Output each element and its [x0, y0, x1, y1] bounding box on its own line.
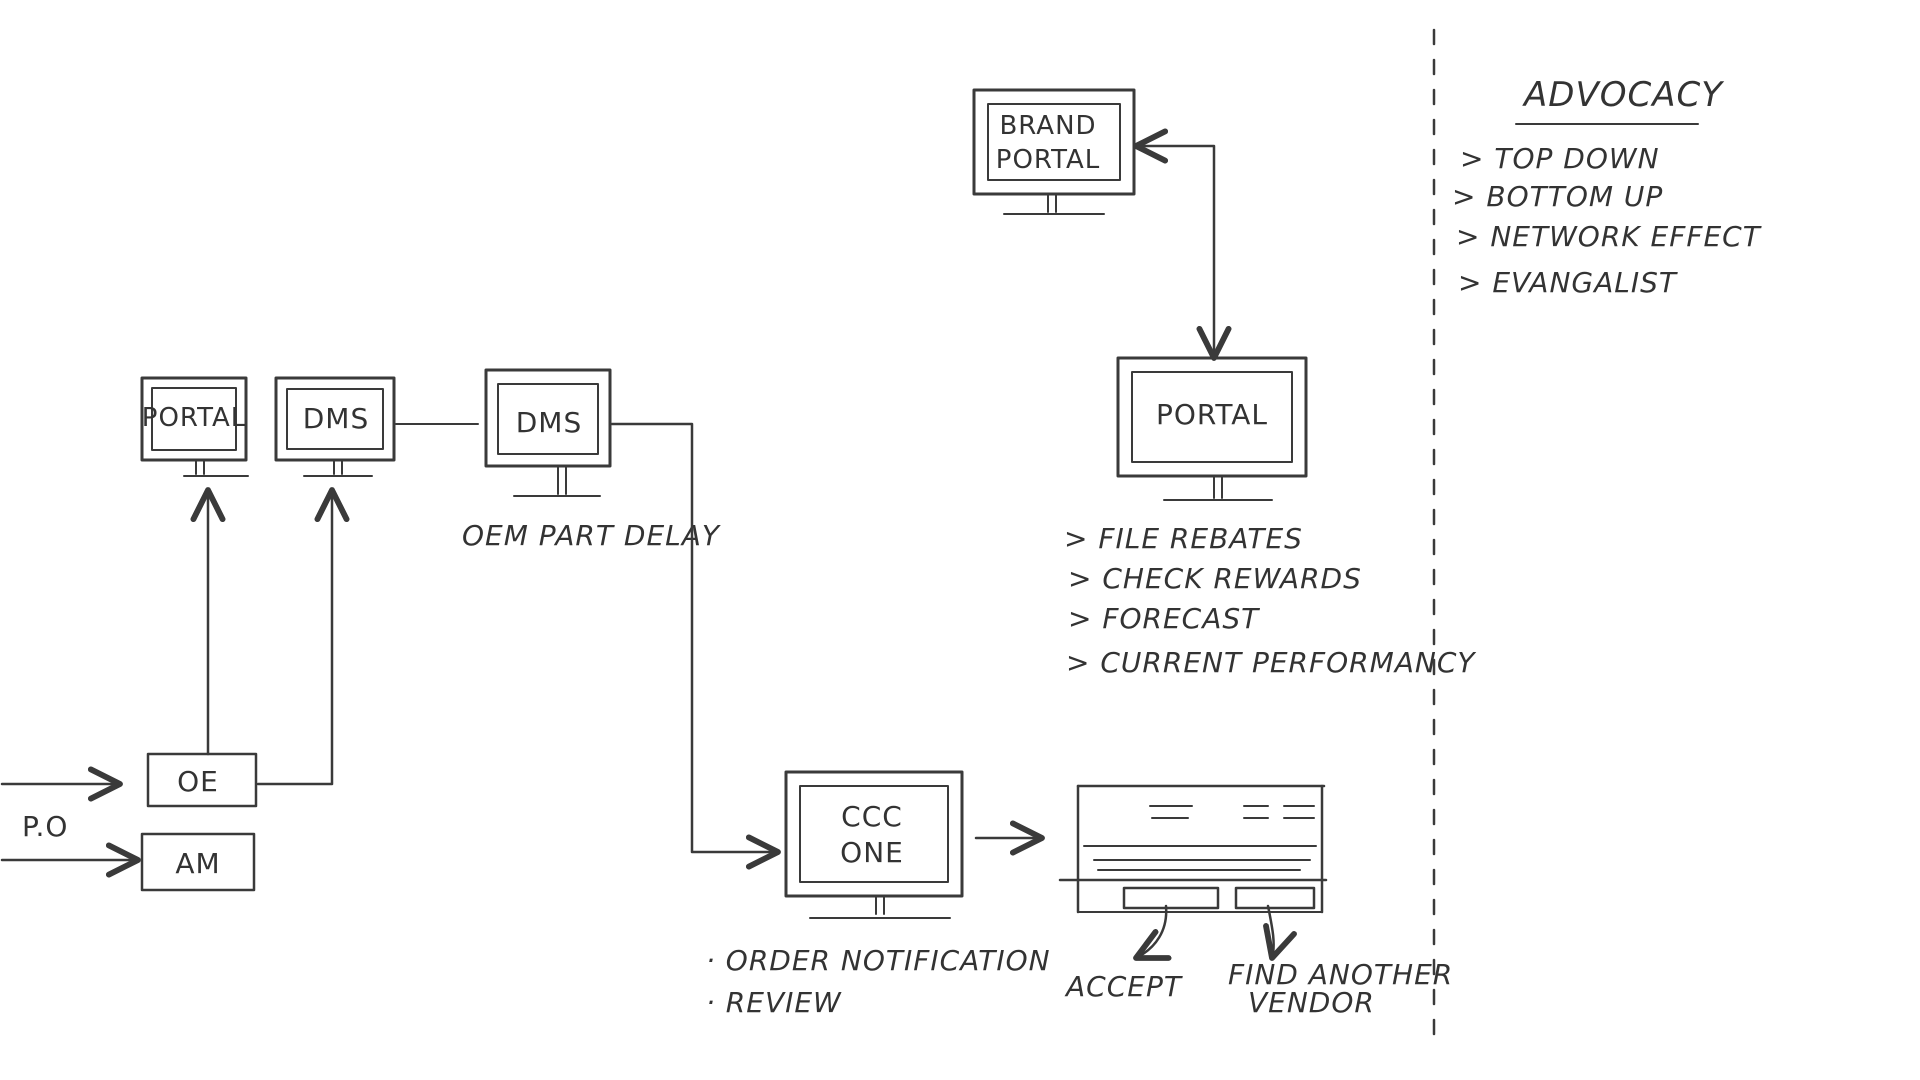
ccc-one-monitor: CCC ONE: [784, 770, 964, 919]
advocacy-section: ADVOCACY > TOP DOWN > BOTTOM UP > NETWOR…: [1452, 75, 1762, 299]
advocacy-item: > TOP DOWN: [1460, 142, 1660, 175]
accept-label: ACCEPT: [1064, 970, 1183, 1003]
accept-arrow: [1133, 904, 1172, 961]
portal-feature-list: > FILE REBATES > CHECK REWARDS > FORECAS…: [1064, 522, 1476, 679]
accept-button-sketch: [1122, 886, 1220, 910]
advocacy-item: > BOTTOM UP: [1452, 180, 1663, 213]
portal-feature-item: > CHECK REWARDS: [1068, 562, 1362, 595]
ccc-note-item: · ORDER NOTIFICATION: [706, 944, 1051, 977]
portal-right-label: PORTAL: [1156, 398, 1268, 431]
am-label: AM: [175, 847, 220, 880]
advocacy-item: > EVANGALIST: [1458, 266, 1678, 299]
dms-mid-label: DMS: [516, 406, 583, 439]
brand-portal-portal-arrow: [1133, 128, 1232, 361]
dms-left-label: DMS: [303, 402, 370, 435]
oe-to-dms-arrow: [256, 487, 350, 786]
find-vendor-label-line1: FIND ANOTHER: [1228, 958, 1453, 991]
ccc-one-label-line1: CCC: [841, 800, 903, 833]
dms-left-monitor: DMS: [274, 376, 396, 477]
po-label: P.O: [22, 810, 68, 843]
advocacy-item: > NETWORK EFFECT: [1456, 220, 1762, 253]
oe-label: OE: [177, 765, 219, 798]
portal-feature-item: > FORECAST: [1068, 602, 1260, 635]
am-box: AM: [140, 832, 256, 892]
oem-part-delay-note: OEM PART DELAY: [462, 519, 721, 552]
dms-mid-monitor: DMS: [484, 368, 612, 497]
oe-box: OE: [146, 752, 258, 808]
ccc-note-item: · REVIEW: [706, 986, 842, 1019]
dms-to-ccc-arrow: [610, 422, 781, 870]
form-wireframe: [1058, 784, 1328, 914]
portal-feature-item: > CURRENT PERFORMANCY: [1066, 646, 1476, 679]
portal-left-monitor: PORTAL: [140, 376, 249, 477]
find-vendor-label-line2: VENDOR: [1248, 986, 1375, 1019]
portal-right-monitor: PORTAL: [1116, 356, 1308, 501]
find-vendor-arrow: [1263, 904, 1297, 961]
brand-portal-label-line1: BRAND: [999, 111, 1096, 141]
brand-portal-label-line2: PORTAL: [996, 145, 1100, 175]
portal-left-label: PORTAL: [142, 403, 246, 433]
find-vendor-button-sketch: [1234, 886, 1316, 910]
ccc-one-label-line2: ONE: [840, 836, 904, 869]
brand-portal-monitor: BRAND PORTAL: [972, 88, 1136, 215]
portal-feature-item: > FILE REBATES: [1064, 522, 1303, 555]
advocacy-title: ADVOCACY: [1522, 75, 1724, 115]
